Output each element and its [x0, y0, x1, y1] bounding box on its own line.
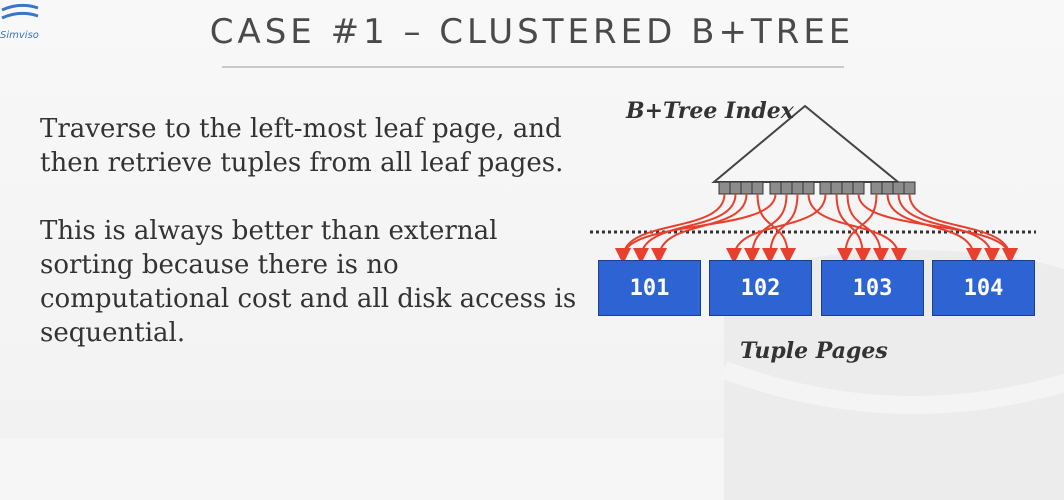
- tuple-page: 101: [598, 260, 701, 316]
- index-label: B+Tree Index: [626, 98, 794, 124]
- pointer-arrow: [897, 193, 1000, 264]
- leaf-slot: [740, 181, 753, 195]
- leaf-slot: [830, 181, 843, 195]
- pointer-arrow: [726, 193, 827, 264]
- pointer-arrow: [886, 193, 982, 264]
- tuple-pages-label: Tuple Pages: [740, 338, 888, 364]
- logo-swoosh-icon: [1, 3, 39, 20]
- logo: Simviso: [0, 0, 60, 48]
- bullet-item: Traverse to the left-most leaf page, and…: [40, 114, 564, 178]
- leaf-slot: [903, 181, 916, 195]
- leaf-slot: [841, 181, 854, 195]
- bullet-item: This is always better than external sort…: [40, 216, 577, 348]
- leaf-slot: [852, 181, 865, 195]
- leaf-slot: [769, 181, 782, 195]
- leaf-slot: [802, 181, 815, 195]
- diagram-canvas: [590, 104, 1036, 264]
- slide: Simviso CASE #1 – CLUSTERED B+TREE Trave…: [0, 0, 1064, 438]
- tuple-page: 103: [821, 260, 924, 316]
- pointer-arrow: [633, 193, 737, 264]
- leaf-to-page-arrows: [615, 193, 1018, 264]
- pointer-arrow: [846, 193, 889, 264]
- bplustree-diagram: B+Tree Index 101 102 103 104 Tuple Pages: [590, 96, 1040, 386]
- pointer-arrow: [837, 193, 878, 264]
- leaf-slot: [892, 181, 905, 195]
- bullet-list: Traverse to the left-most leaf page, and…: [40, 112, 580, 384]
- leaf-slot: [791, 181, 804, 195]
- slide-title: CASE #1 – CLUSTERED B+TREE: [209, 12, 855, 52]
- pointer-arrow: [762, 193, 799, 264]
- leaf-slot: [819, 181, 832, 195]
- leaf-slot: [870, 181, 883, 195]
- leaf-nodes: [718, 181, 916, 195]
- leaf-slot: [780, 181, 793, 195]
- pointer-arrow: [744, 193, 788, 264]
- leaf-slot: [718, 181, 731, 195]
- leaf-slot: [881, 181, 894, 195]
- pointer-arrow: [615, 193, 726, 264]
- title-divider: [222, 66, 844, 68]
- tuple-page: 102: [709, 260, 812, 316]
- pointer-arrow: [835, 193, 871, 264]
- leaf-slot: [751, 181, 764, 195]
- logo-text: Simviso: [0, 30, 39, 41]
- leaf-slot: [729, 181, 742, 195]
- pointer-arrow: [615, 193, 777, 264]
- tuple-page: 104: [932, 260, 1035, 316]
- pointer-arrow: [908, 193, 1018, 264]
- pointer-arrow: [756, 193, 796, 264]
- pointer-arrow: [807, 193, 907, 264]
